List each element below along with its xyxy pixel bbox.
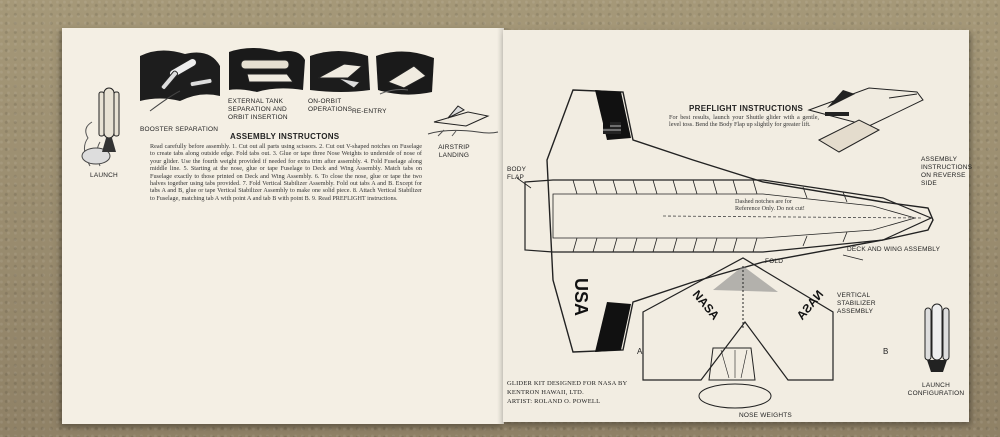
right-page: PREFLIGHT INSTRUCTIONS For best results,… [503, 30, 973, 422]
stage-label-re-entry: RE-ENTRY [352, 108, 387, 115]
tab-a-label: A [637, 347, 643, 356]
stage-label-tank-separation: EXTERNAL TANK SEPARATION AND ORBIT INSER… [228, 98, 288, 121]
preflight-text: For best results, launch your Shuttle gl… [669, 114, 819, 129]
usa-text: USA [571, 278, 591, 317]
credits-line-3: ARTIST: ROLAND O. POWELL [507, 398, 601, 405]
re-entry-illustration [376, 51, 434, 95]
deck-wing-assembly-outline [516, 89, 934, 409]
stage-label-booster-separation: BOOSTER SEPARATION [140, 126, 219, 133]
launch-configuration-illustration [924, 303, 950, 372]
launch-illustration [81, 87, 120, 167]
stage-label-on-orbit: ON-ORBIT OPERATIONS [308, 98, 353, 113]
credits-line-2: KENTRON HAWAII, LTD. [507, 389, 584, 396]
left-page: LAUNCH BOOSTER SEPARATION EXTERNAL TANK … [62, 28, 504, 424]
shuttle-illustration [807, 87, 924, 153]
airstrip-landing-illustration [427, 105, 499, 137]
vertical-stabilizer-label: VERTICAL STABILIZER ASSEMBLY [837, 292, 876, 315]
deck-wing-label: DECK AND WING ASSEMBLY [847, 246, 941, 253]
tank-separation-illustration [229, 48, 305, 92]
fold-label: FOLD [765, 258, 784, 265]
on-orbit-illustration [310, 51, 370, 92]
credits-line-1: GLIDER KIT DESIGNED FOR NASA BY [507, 380, 628, 387]
preflight-title: PREFLIGHT INSTRUCTIONS [689, 104, 804, 113]
launch-configuration-label: LAUNCH CONFIGURATION [907, 382, 965, 397]
body-flap-label: BODY FLAP [507, 166, 527, 181]
booster-separation-illustration [140, 50, 220, 112]
tab-b-label: B [883, 347, 889, 356]
stage-label-launch: LAUNCH [90, 172, 118, 179]
assembly-reverse-label: ASSEMBLY INSTRUCTIONS ON REVERSE SIDE [921, 156, 973, 187]
stage-label-airstrip-landing: AIRSTRIP LANDING [438, 144, 470, 159]
assembly-text: Read carefully before assembly. 1. Cut o… [150, 143, 422, 202]
assembly-title: ASSEMBLY INSTRUCTONS [230, 132, 340, 141]
nose-weights-label: NOSE WEIGHTS [739, 412, 792, 419]
reference-note: Dashed notches are for Reference Only. D… [735, 198, 805, 213]
